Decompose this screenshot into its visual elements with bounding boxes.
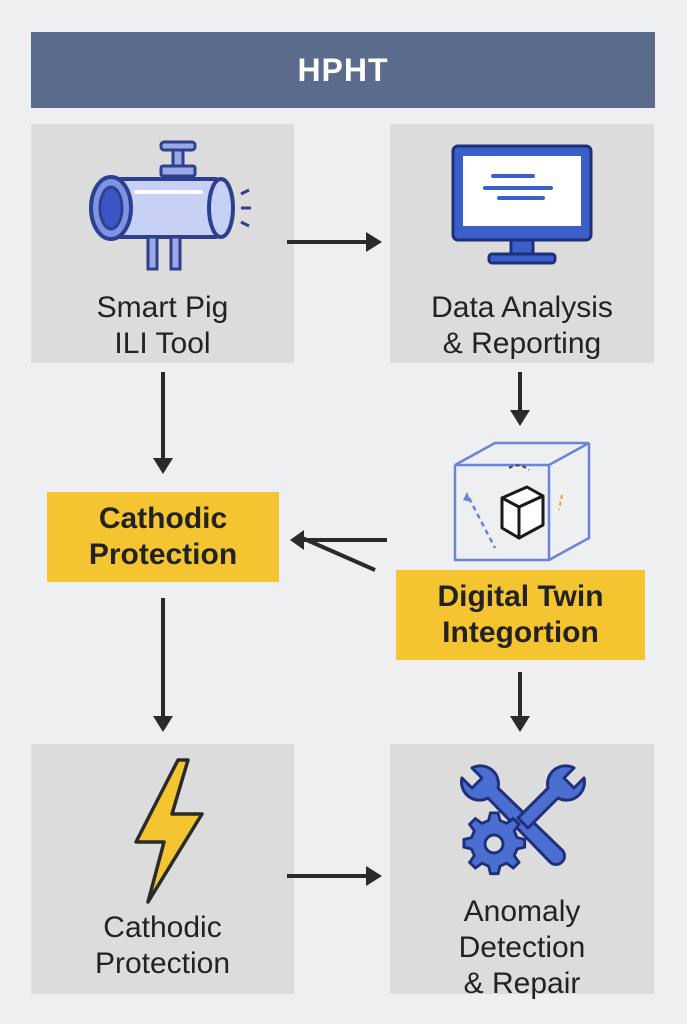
node-label-line: & Repair: [463, 967, 581, 1000]
page-title: HPHT: [297, 51, 389, 88]
node-label-line: Detection: [458, 931, 586, 964]
node-label-line: Data Analysis: [431, 291, 613, 324]
arrow-cathodic-to-bottom: [153, 598, 173, 732]
node-cathodic-protection-mid: Cathodic Protection: [47, 492, 279, 582]
arrow-analysis-to-twin: [510, 372, 530, 426]
node-anomaly-detection: Anomaly Detection & Repair: [390, 744, 654, 1000]
node-label-line: Protection: [94, 947, 231, 980]
node-cathodic-protection-bottom: Cathodic Protection: [31, 744, 294, 994]
node-label-line: Cathodic: [103, 911, 222, 944]
node-label-line: Cathodic: [98, 502, 228, 535]
wrench-gear-icon: [460, 764, 586, 876]
arrow-pig-to-cathodic: [153, 372, 173, 474]
node-label-line: Smart Pig: [96, 291, 229, 324]
cube-3d-icon: [453, 441, 591, 562]
arrow-twin-to-cathodic: [290, 530, 387, 572]
node-label-line: ILI Tool: [114, 327, 211, 360]
node-data-analysis: Data Analysis & Reporting: [390, 124, 654, 363]
node-label-line: Integortion: [442, 616, 599, 649]
node-label-line: Digital Twin: [437, 580, 604, 613]
node-smart-pig: Smart Pig ILI Tool: [31, 124, 294, 363]
monitor-icon: [451, 144, 593, 265]
lightning-bolt-icon: [134, 758, 204, 904]
node-digital-twin: Digital Twin Integortion: [396, 570, 645, 660]
node-label-line: & Reporting: [442, 327, 602, 360]
arrow-pig-to-analysis: [287, 232, 382, 252]
node-label-line: Protection: [88, 538, 238, 571]
arrow-cathodic-to-anomaly: [287, 866, 382, 886]
pipe-pig-icon: [89, 140, 251, 271]
arrow-twin-to-anomaly: [510, 672, 530, 732]
node-label-line: Anomaly: [463, 895, 581, 928]
header-bar: HPHT: [31, 32, 655, 108]
